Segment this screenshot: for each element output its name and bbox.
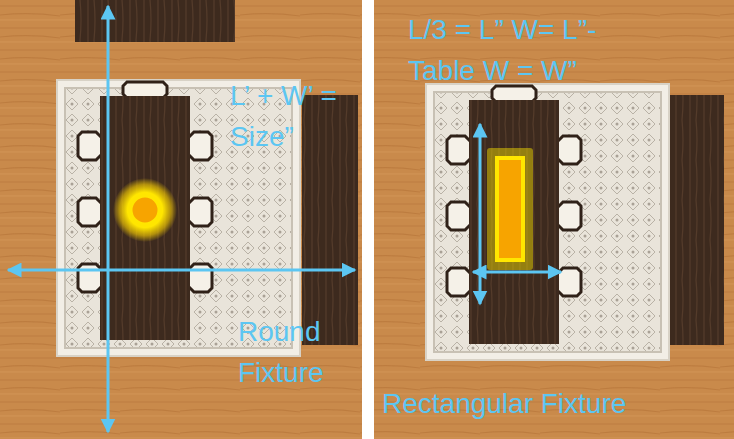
rectangular-fixture — [497, 158, 523, 260]
left-panel — [0, 0, 362, 439]
fixture-label: Rectangular Fixture — [382, 384, 727, 425]
round-fixture — [131, 196, 159, 224]
cabinet — [302, 95, 358, 345]
width-arrow — [473, 271, 561, 274]
fixture-label: Round Fixture — [238, 312, 356, 393]
wood-floor — [0, 0, 362, 439]
right-panel — [374, 0, 734, 439]
cabinet — [668, 95, 724, 345]
length-arrow — [107, 6, 110, 432]
fixture-glow — [113, 178, 177, 242]
length-arrow — [479, 124, 482, 304]
width-arrow — [8, 269, 355, 272]
formula-label: L’ + W’ = Size” — [230, 76, 342, 157]
sideboard — [75, 0, 235, 42]
dining-set — [426, 84, 669, 360]
wood-floor — [374, 0, 734, 439]
fixture-glow — [487, 148, 533, 270]
formula-label: L/3 = L” W= L”- Table W = W” — [408, 10, 658, 91]
